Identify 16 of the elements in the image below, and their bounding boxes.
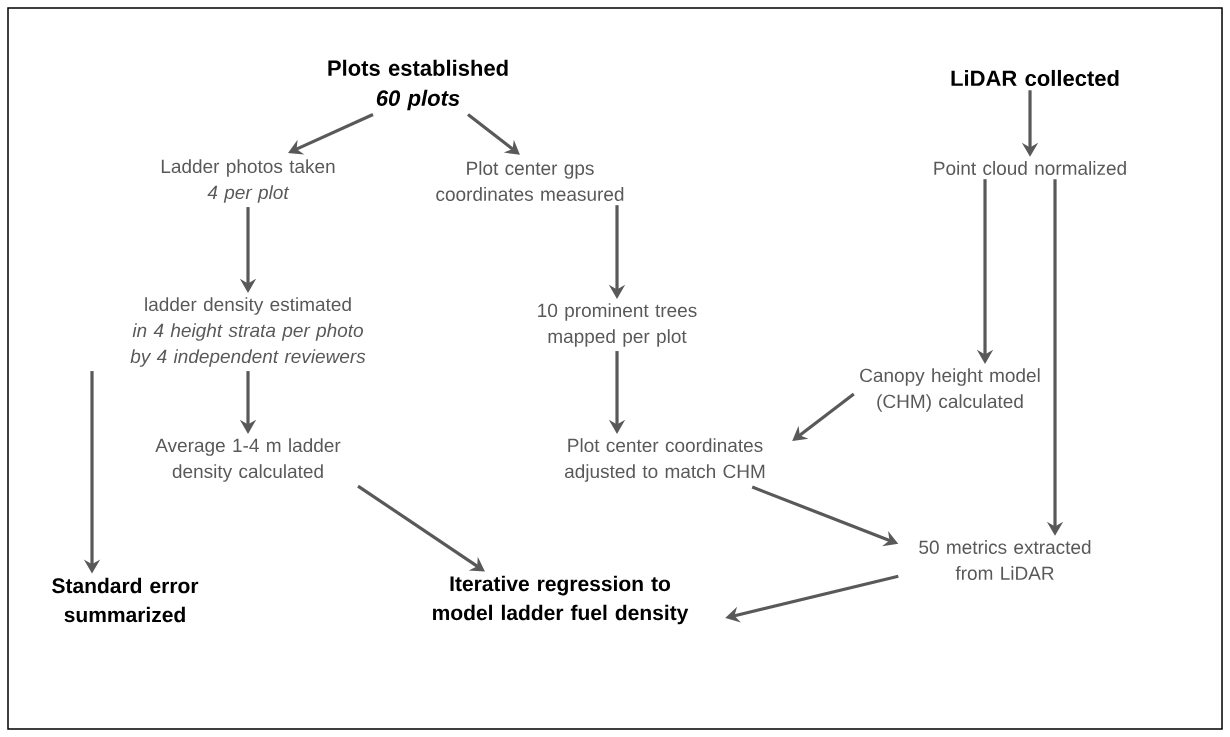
- heading-text: Iterative regression to model ladder fuel density: [433, 575, 689, 625]
- step-text: Plot center gps coordinates measured: [436, 161, 624, 201]
- step-text: ladder density estimated in 4 height strata per photo by 4 independent reviewers: [130, 297, 366, 367]
- heading-text: Standard error summarized: [52, 577, 199, 623]
- heading-text: LiDAR collected: [951, 69, 1119, 87]
- step-text: 50 metrics extracted from LiDAR: [919, 540, 1091, 580]
- step-text: Ladder photos taken 4 per plot: [161, 159, 335, 203]
- heading-text: Plots established 60 plots: [328, 59, 508, 111]
- arrow: [357, 484, 485, 572]
- arrow: [792, 392, 855, 441]
- step-text: Plot center coordinates adjusted to match CHM: [564, 438, 765, 482]
- step-text: Average 1-4 m ladder density calculated: [155, 438, 341, 482]
- step-text: 10 prominent trees mapped per plot: [538, 303, 697, 347]
- arrow: [467, 113, 520, 155]
- step-text: Canopy height model (CHM) calculated: [860, 368, 1040, 412]
- step-text: Point cloud normalized: [934, 161, 1126, 175]
